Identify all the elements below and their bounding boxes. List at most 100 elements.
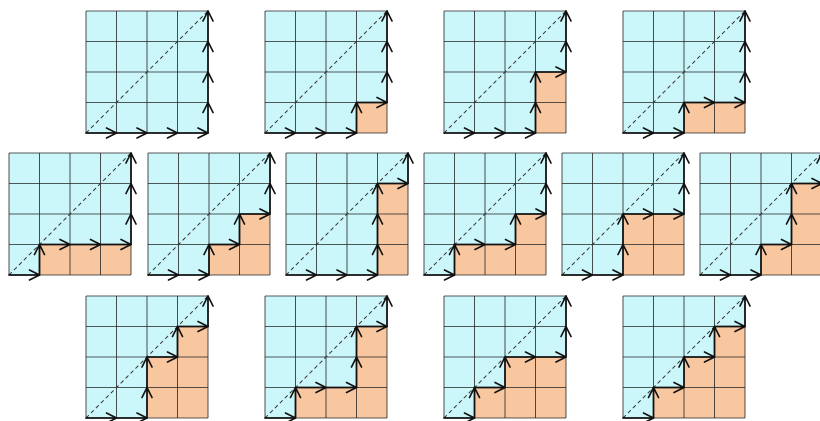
grid-cell (265, 41, 296, 72)
grid-cell-below-path (377, 183, 408, 214)
grid-cell-below-path (535, 387, 566, 418)
grid-cell-below-path (377, 214, 408, 245)
grid-cell (295, 11, 326, 42)
grid-cell (474, 102, 505, 133)
grid-cell (761, 214, 792, 245)
grid-cell (286, 214, 317, 245)
grid-cell (209, 214, 240, 245)
path-diagram (8, 152, 137, 281)
grid-cell (684, 72, 715, 103)
grid-cell-below-path (515, 214, 546, 245)
grid-cell-below-path (39, 244, 70, 275)
grid-cell (326, 72, 357, 103)
grid-cell (347, 244, 378, 275)
path-diagram (443, 295, 572, 421)
grid-cell (148, 153, 179, 184)
grid-cell (535, 41, 566, 72)
grid-cell (714, 41, 745, 72)
grid-cell (9, 153, 40, 184)
grid-cell (316, 183, 347, 214)
grid-cell (592, 183, 623, 214)
grid-cell-below-path (356, 387, 387, 418)
grid-cell (592, 153, 623, 184)
grid-cell (454, 183, 485, 214)
grid-cell (653, 326, 684, 357)
grid-cell-below-path (177, 357, 208, 388)
grid-cell (86, 11, 117, 42)
grid-cell (265, 357, 296, 388)
grid-cell (70, 153, 101, 184)
grid-cell (444, 41, 475, 72)
grid-cell (116, 102, 147, 133)
grid-cell (177, 41, 208, 72)
grid-cell (474, 296, 505, 327)
path-diagram (561, 152, 690, 281)
grid-cell-below-path (147, 387, 178, 418)
grid-cell (178, 244, 209, 275)
grid-cell (147, 296, 178, 327)
grid-cell (316, 244, 347, 275)
grid-cell-below-path (177, 387, 208, 418)
grid-cell (592, 244, 623, 275)
grid-cell-below-path (684, 387, 715, 418)
path-diagram (147, 152, 276, 281)
grid-cell-below-path (714, 387, 745, 418)
grid-cell (444, 11, 475, 42)
path-diagram (285, 152, 414, 281)
grid-cell (326, 102, 357, 133)
grid-cell (474, 11, 505, 42)
grid-cell-below-path (356, 357, 387, 388)
grid-cell (86, 296, 117, 327)
grid-cell-below-path (454, 244, 485, 275)
grid-cell-below-path (505, 357, 536, 388)
grid-cell (177, 72, 208, 103)
grid-cell (562, 214, 593, 245)
grid-cell (177, 102, 208, 133)
grid-cell (265, 72, 296, 103)
grid-cell (100, 183, 131, 214)
grid-cell-below-path (791, 183, 820, 214)
grid-cell (562, 183, 593, 214)
grid-cell (730, 244, 761, 275)
grid-cell (505, 102, 536, 133)
diagonal-line (285, 152, 409, 276)
grid-cell (70, 214, 101, 245)
grid-cell (265, 296, 296, 327)
grid-cell (424, 183, 455, 214)
grid-cell (209, 153, 240, 184)
diagonal-line (8, 152, 132, 276)
grid-cell (700, 183, 731, 214)
grid-cell-below-path (239, 214, 270, 245)
grid-cell-below-path (474, 387, 505, 418)
grid-cell (444, 296, 475, 327)
grid-cell (623, 326, 654, 357)
grid-cell (562, 153, 593, 184)
grid-cell-below-path (505, 387, 536, 418)
grid-cell (347, 214, 378, 245)
grid-cell (356, 41, 387, 72)
diagonal-line (423, 152, 547, 276)
grid-cell (623, 357, 654, 388)
grid-cell (316, 153, 347, 184)
grid-cell (9, 214, 40, 245)
grid-cell (347, 153, 378, 184)
grid-cell (86, 326, 117, 357)
diagonal-line (264, 295, 388, 419)
grid-cell-below-path (684, 102, 715, 133)
grid-cell-below-path (356, 326, 387, 357)
grid-cell-below-path (535, 102, 566, 133)
path-diagram (699, 152, 820, 281)
grid-cell (424, 214, 455, 245)
grid-cell-below-path (761, 244, 792, 275)
grid-cell-below-path (653, 214, 684, 245)
grid-cell (147, 102, 178, 133)
grid-cell (326, 357, 357, 388)
grid-cell-below-path (100, 244, 131, 275)
grid-cell (424, 153, 455, 184)
grid-cell (147, 72, 178, 103)
grid-cell (623, 41, 654, 72)
grid-cell (116, 387, 147, 418)
path-diagram (264, 10, 393, 139)
grid-cell (116, 11, 147, 42)
